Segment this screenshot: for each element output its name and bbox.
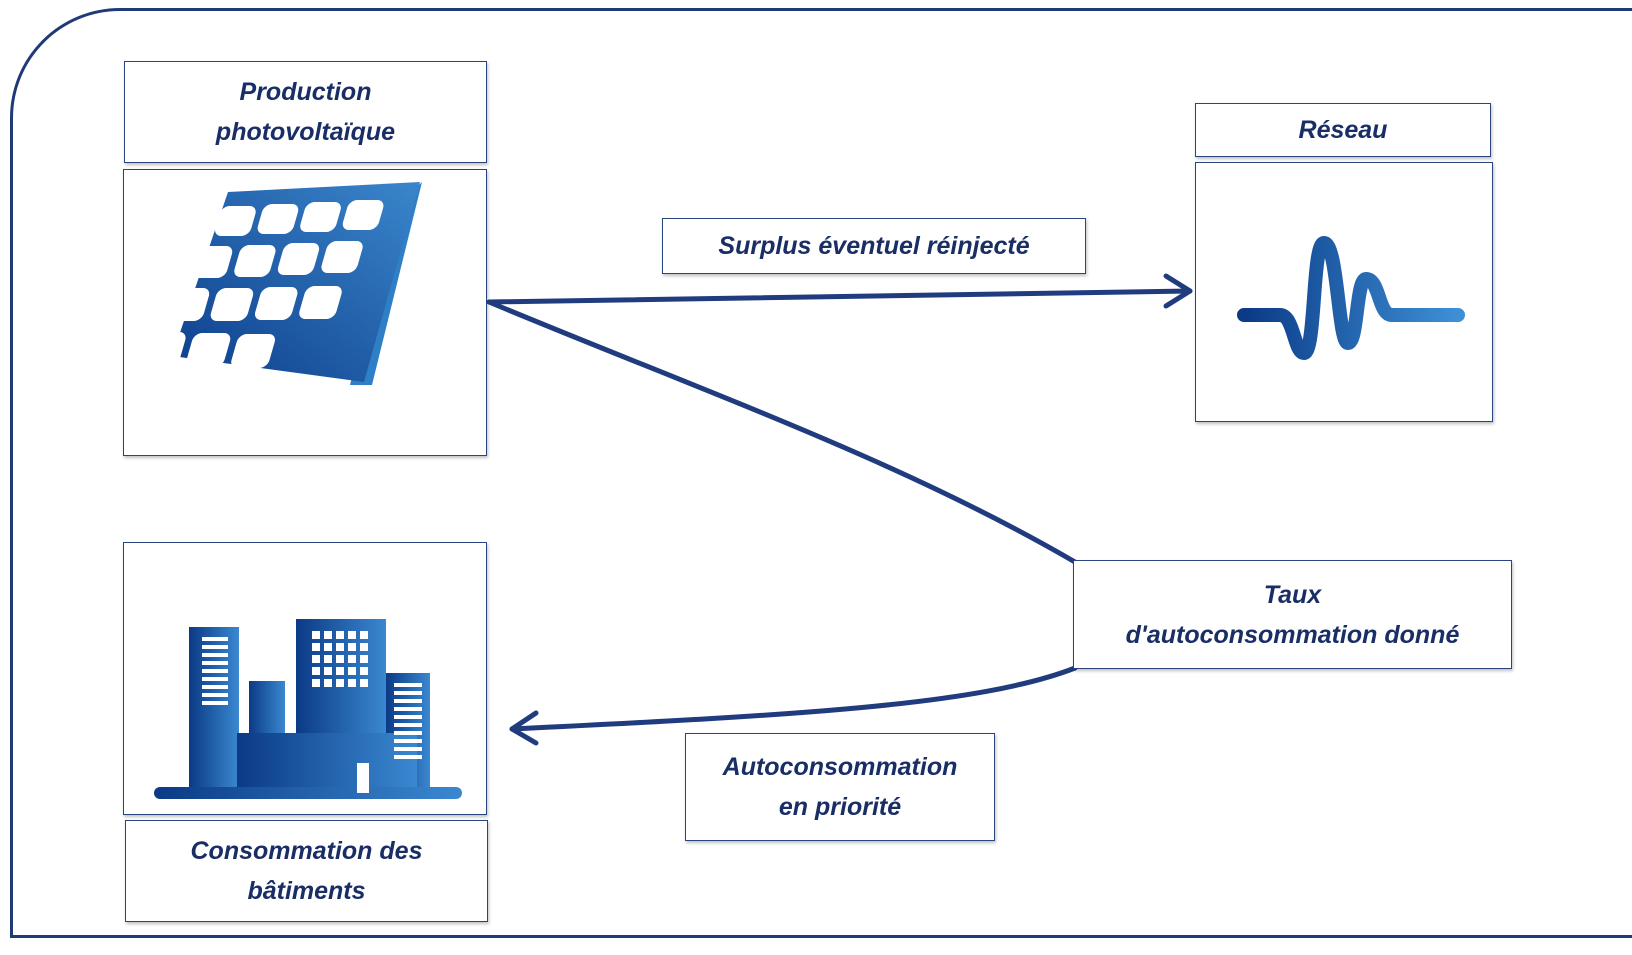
production-label: Production photovoltaïque [215, 78, 396, 146]
reseau-icon-box [1195, 162, 1493, 422]
surplus-label: Surplus éventuel réinjecté [718, 232, 1030, 260]
consommation-label: Consommation des bâtiments [190, 837, 423, 905]
arrow-taux-line [486, 299, 1078, 565]
taux-label: Taux d'autoconsommation donné [1125, 580, 1460, 649]
consommation-icon-box [123, 542, 487, 815]
autoconso-label: Autoconsommation en priorité [722, 753, 958, 821]
grid-signal-icon [1237, 236, 1465, 360]
consommation-label-box: Consommation des bâtiments [125, 820, 488, 922]
arrow-autoconso [509, 665, 1078, 732]
reseau-label: Réseau [1298, 116, 1388, 144]
arrow-surplus [486, 288, 1193, 305]
diagram-frame [10, 8, 1632, 938]
surplus-label-box: Surplus éventuel réinjecté [662, 218, 1086, 274]
autoconso-label-box: Autoconsommation en priorité [685, 733, 995, 841]
production-icon-box [123, 169, 487, 456]
arrow-autoconso-head [509, 710, 539, 746]
diagram-frame-bottom [10, 935, 1632, 938]
taux-label-box: Taux d'autoconsommation donné [1073, 560, 1512, 669]
production-label-box: Production photovoltaïque [124, 61, 487, 163]
buildings-icon [154, 619, 462, 799]
arrow-surplus-head [1163, 273, 1193, 309]
solar-panel-icon [141, 182, 422, 385]
reseau-label-box: Réseau [1195, 103, 1491, 157]
